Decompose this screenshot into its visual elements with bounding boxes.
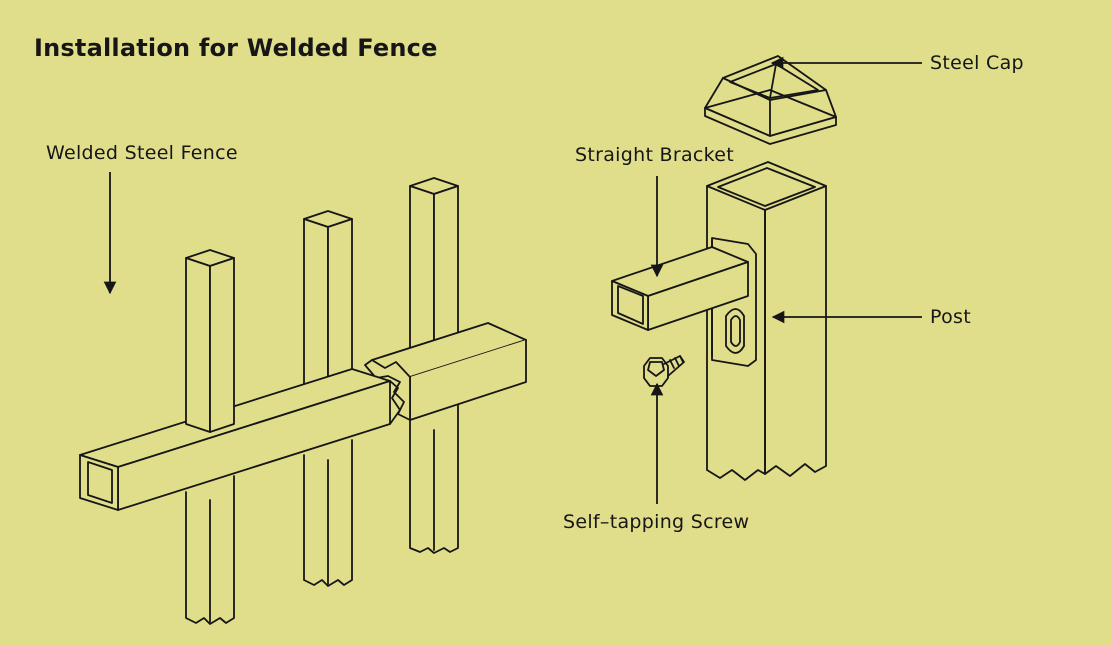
fence-picket-1 xyxy=(185,249,235,625)
label-self-tapping-screw: Self–tapping Screw xyxy=(563,511,750,533)
fence-rail-section-2 xyxy=(364,322,527,421)
label-straight-bracket: Straight Bracket xyxy=(575,144,735,166)
fence-picket-2 xyxy=(303,210,353,587)
fence-picket-3 xyxy=(409,177,459,554)
welded-steel-fence-illustration xyxy=(79,177,527,625)
steel-cap-illustration xyxy=(704,55,837,145)
diagram-title: Installation for Welded Fence xyxy=(34,34,438,62)
post-illustration xyxy=(706,161,827,481)
label-post: Post xyxy=(930,306,971,328)
straight-bracket-illustration xyxy=(611,237,757,367)
self-tapping-screw-illustration xyxy=(643,355,685,387)
label-welded-steel-fence: Welded Steel Fence xyxy=(46,142,238,164)
fence-rail-section-1 xyxy=(79,368,401,511)
label-steel-cap: Steel Cap xyxy=(930,52,1024,74)
